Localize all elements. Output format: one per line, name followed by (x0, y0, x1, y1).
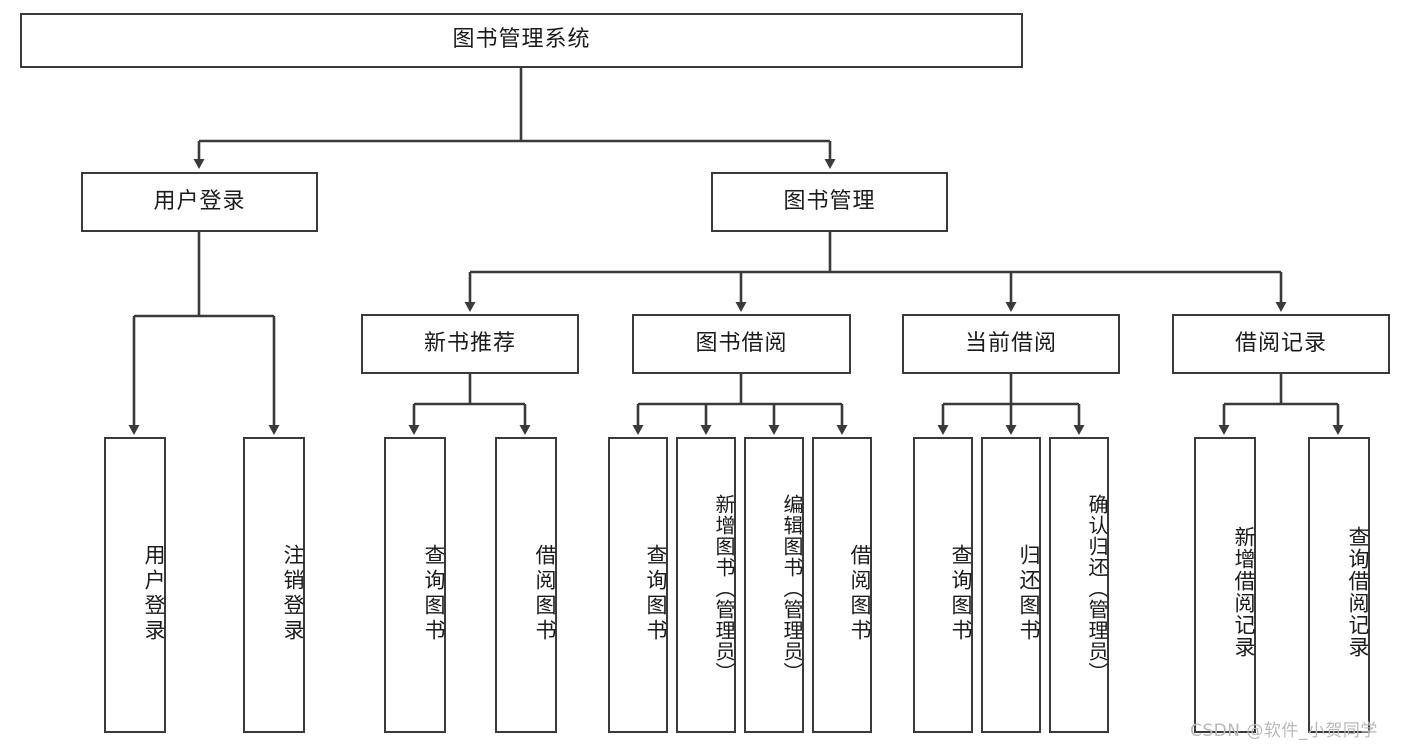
node-label: 当前借阅 (964, 330, 1057, 356)
node-label: 借阅图书 (848, 544, 872, 644)
node-label: 查询图书 (422, 544, 446, 644)
node-label: 归还图书 (1017, 544, 1041, 644)
node-borrow-record[interactable]: 借阅记录 (1172, 314, 1390, 374)
node-leaf-borrow-book-borrow[interactable]: 借阅图书 (812, 437, 872, 733)
node-label: 新增图书（管理员） (712, 493, 736, 683)
node-leaf-return-book[interactable]: 归还图书 (981, 437, 1041, 733)
node-book-borrow[interactable]: 图书借阅 (632, 314, 851, 374)
node-label: 借阅图书 (533, 544, 557, 644)
node-leaf-query-book-current[interactable]: 查询图书 (913, 437, 973, 733)
node-label: 用户登录 (153, 188, 246, 214)
node-new-book-recommend[interactable]: 新书推荐 (361, 314, 579, 374)
node-label: 图书借阅 (695, 330, 788, 356)
node-leaf-user-login[interactable]: 用户登录 (104, 437, 166, 733)
node-leaf-query-borrow-record[interactable]: 查询借阅记录 (1308, 437, 1370, 733)
node-leaf-user-logout[interactable]: 注销登录 (243, 437, 305, 733)
node-leaf-add-book-admin[interactable]: 新增图书（管理员） (676, 437, 736, 733)
node-label: 新书推荐 (423, 330, 516, 356)
node-label: 确认归还（管理员） (1085, 493, 1109, 683)
node-label: 新增借阅记录 (1232, 526, 1256, 658)
node-label: 编辑图书（管理员） (780, 493, 804, 683)
node-label: 用户登录 (142, 544, 166, 644)
node-label: 查询借阅记录 (1346, 526, 1370, 658)
node-leaf-edit-book-admin[interactable]: 编辑图书（管理员） (744, 437, 804, 733)
node-leaf-confirm-return-admin[interactable]: 确认归还（管理员） (1049, 437, 1109, 733)
node-label: 借阅记录 (1234, 330, 1327, 356)
node-root-book-management-system[interactable]: 图书管理系统 (20, 13, 1023, 68)
csdn-watermark: CSDN @软件_小贺同学 (1190, 721, 1378, 741)
node-current-borrow[interactable]: 当前借阅 (902, 314, 1120, 374)
node-leaf-query-book-borrow[interactable]: 查询图书 (608, 437, 668, 733)
node-label: 查询图书 (644, 544, 668, 644)
node-book-management[interactable]: 图书管理 (711, 172, 948, 232)
node-leaf-query-book-recommend[interactable]: 查询图书 (384, 437, 446, 733)
node-label: 查询图书 (949, 544, 973, 644)
node-user-login[interactable]: 用户登录 (81, 172, 318, 232)
node-leaf-borrow-book-recommend[interactable]: 借阅图书 (495, 437, 557, 733)
node-label: 图书管理系统 (452, 27, 591, 53)
node-label: 注销登录 (281, 544, 305, 644)
node-leaf-add-borrow-record[interactable]: 新增借阅记录 (1194, 437, 1256, 733)
node-label: 图书管理 (783, 188, 876, 214)
